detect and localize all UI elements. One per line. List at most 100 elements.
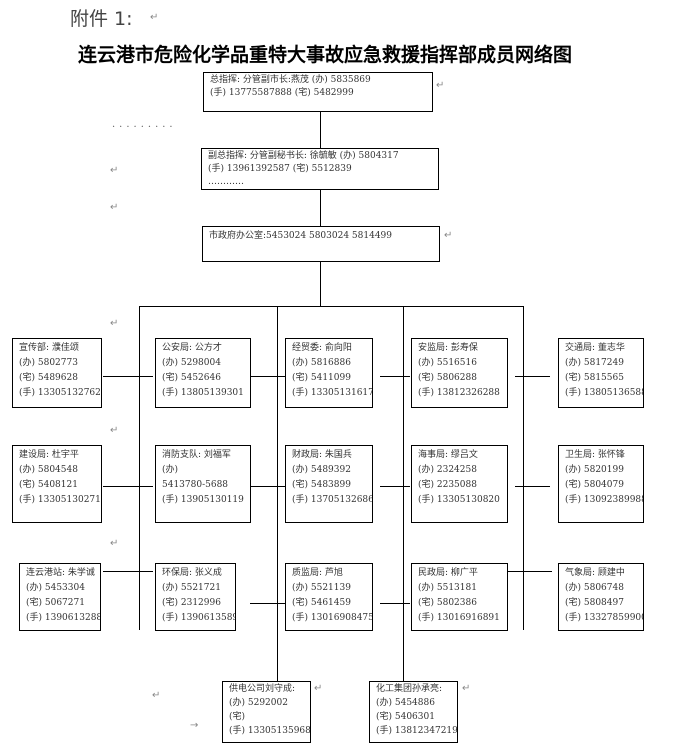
member-box-safety: 安监局: 彭寿保 (办) 5516516 (宅) 5806288 (手) 138… [411, 338, 508, 408]
paragraph-mark: ↵ [444, 230, 453, 241]
member-office-phone: (办) 5521139 [292, 583, 351, 593]
connector-office-bus [320, 261, 321, 306]
member-office-phone: (办) 5806748 [565, 583, 624, 593]
paragraph-mark: ↵ [150, 12, 159, 23]
member-name: 气象局: 顾建中 [565, 568, 625, 578]
member-name: 建设局: 杜宇平 [19, 450, 79, 460]
member-home-phone: (宅) 5408121 [19, 480, 78, 490]
member-box-fire: 消防支队: 刘福军 (办) 5413780-5688 (手) 139051301… [155, 445, 251, 523]
member-box-health: 卫生局: 张怀锋 (办) 5820199 (宅) 5804079 (手) 130… [558, 445, 644, 523]
row1-connector-d [515, 376, 550, 377]
member-name: 经贸委: 俞向阳 [292, 343, 352, 353]
member-mobile-phone: (手) 13906135899 [162, 613, 236, 623]
member-mobile-phone: (手) 13327859900 [565, 613, 644, 623]
page-title: 连云港市危险化学品重特大事故应急救援指挥部成员网络图 [78, 44, 573, 66]
member-home-phone: (宅) 5483899 [292, 480, 351, 490]
member-box-quality: 质监局: 芦旭 (办) 5521139 (宅) 5461459 (手) 1301… [285, 563, 373, 631]
paragraph-mark: ↵ [110, 202, 119, 213]
connector-commander-deputy [320, 111, 321, 149]
member-home-phone: (宅) 5067271 [26, 598, 85, 608]
member-box-railway: 连云港站: 朱学诚 (办) 5453304 (宅) 5067271 (手) 13… [19, 563, 101, 631]
member-mobile-phone: (手) 13805136588 [565, 388, 644, 398]
row3-connector-b [250, 603, 285, 604]
member-box-meteorology: 气象局: 顾建中 (办) 5806748 (宅) 5808497 (手) 133… [558, 563, 644, 631]
member-home-phone: (宅) 5802386 [418, 598, 477, 608]
paragraph-mark: ↵ [314, 683, 323, 694]
vertical-trunk-2 [277, 306, 278, 681]
member-box-construction: 建设局: 杜宇平 (办) 5804548 (宅) 5408121 (手) 133… [12, 445, 102, 523]
member-mobile-phone: (手) 13812326288 [418, 388, 500, 398]
member-office-phone: (办) 5820199 [565, 465, 624, 475]
member-name: 消防支队: 刘福军 [162, 450, 231, 460]
member-box-publicity: 宣传部: 濮佳颂 (办) 5802773 (宅) 5489628 (手) 133… [12, 338, 102, 408]
row2-connector-b [250, 486, 285, 487]
row2-connector-c [380, 486, 410, 487]
member-office-phone: (办) 5489392 [292, 465, 351, 475]
member-box-environment: 环保局: 张义成 (办) 5521721 (宅) 2312996 (手) 139… [155, 563, 236, 631]
member-box-economy: 经贸委: 俞向阳 (办) 5816886 (宅) 5411099 (手) 133… [285, 338, 373, 408]
member-mobile-phone: (手) 13305135968 [229, 726, 311, 736]
row3-connector-a [103, 571, 153, 572]
deputy-line-3: ………… [208, 177, 244, 187]
member-office-phone: (办) [162, 465, 179, 475]
member-mobile-phone: (手) 13092389988 [565, 495, 644, 505]
commander-line-2: (手) 13775587888 (宅) 5482999 [210, 88, 354, 98]
member-mobile-phone: (手) 13805139301 [162, 388, 244, 398]
member-name: 质监局: 芦旭 [292, 568, 343, 578]
member-name: 化工集团孙承亮: [376, 684, 443, 694]
member-box-maritime: 海事局: 缪吕文 (办) 2324258 (宅) 2235088 (手) 133… [411, 445, 508, 523]
commander-box: 总指挥: 分管副市长:燕茂 (办) 5835869 (手) 1377558788… [203, 72, 433, 112]
member-home-phone: (宅) 5406301 [376, 712, 435, 722]
member-home-phone: (宅) [229, 712, 246, 722]
member-mobile-phone: (手) 13812347219 [376, 726, 458, 736]
horizontal-bus [139, 306, 523, 307]
paragraph-mark: ↵ [560, 47, 569, 58]
member-office-phone: (办) 5516516 [418, 358, 477, 368]
paragraph-mark: ↵ [462, 683, 471, 694]
member-mobile-phone: (手) 13016908475 [292, 613, 373, 623]
row2-connector-a [103, 486, 153, 487]
member-box-power-company: 供电公司刘守成: (办) 5292002 (宅) (手) 13305135968 [222, 681, 311, 743]
vertical-trunk-1 [139, 306, 140, 630]
office-box: 市政府办公室:5453024 5803024 5814499 [202, 226, 440, 262]
member-mobile-phone: (手) 13705132686 [292, 495, 373, 505]
member-office-phone: (办) 5454886 [376, 698, 435, 708]
member-office-phone: (办) 5804548 [19, 465, 78, 475]
member-name: 财政局: 朱国兵 [292, 450, 352, 460]
member-box-finance: 财政局: 朱国兵 (办) 5489392 (宅) 5483899 (手) 137… [285, 445, 373, 523]
member-box-police: 公安局: 公方才 (办) 5298004 (宅) 5452646 (手) 138… [155, 338, 251, 408]
paragraph-mark: ↵ [152, 690, 161, 701]
vertical-trunk-4 [523, 306, 524, 630]
member-name: 连云港站: 朱学诚 [26, 568, 95, 578]
member-office-phone: (办) 5298004 [162, 358, 221, 368]
member-home-phone: (宅) 5489628 [19, 373, 78, 383]
paragraph-mark: ↵ [110, 425, 119, 436]
vertical-trunk-3 [403, 306, 404, 681]
member-home-phone: (宅) 5452646 [162, 373, 221, 383]
tab-arrow-mark: → [190, 720, 199, 731]
row1-connector-a [103, 376, 153, 377]
member-home-phone: (宅) 5804079 [565, 480, 624, 490]
row3-connector-c [380, 603, 410, 604]
row1-connector-c [380, 376, 410, 377]
dots-decoration: ········· [112, 122, 177, 133]
member-name: 交通局: 董志华 [565, 343, 625, 353]
paragraph-mark: ↵ [110, 318, 119, 329]
member-name: 海事局: 缪吕文 [418, 450, 478, 460]
member-office-phone: (办) 2324258 [418, 465, 477, 475]
member-name: 供电公司刘守成: [229, 684, 296, 694]
row3-connector-d [507, 571, 552, 572]
connector-deputy-office [320, 189, 321, 227]
member-name: 卫生局: 张怀锋 [565, 450, 625, 460]
member-office-phone: (办) 5817249 [565, 358, 624, 368]
member-office-phone: (办) 5816886 [292, 358, 351, 368]
member-home-phone: (宅) 5815565 [565, 373, 624, 383]
member-home-phone: (宅) 5411099 [292, 373, 351, 383]
paragraph-mark: ↵ [436, 80, 445, 91]
commander-line-1: 总指挥: 分管副市长:燕茂 (办) 5835869 [210, 75, 371, 85]
member-mobile-phone: (手) 13305131617 [292, 388, 373, 398]
member-mobile-phone: (手) 13905130119 [162, 495, 244, 505]
member-box-chemical-group: 化工集团孙承亮: (办) 5454886 (宅) 5406301 (手) 138… [369, 681, 458, 743]
member-office-phone: (办) 5453304 [26, 583, 85, 593]
member-name: 宣传部: 濮佳颂 [19, 343, 79, 353]
